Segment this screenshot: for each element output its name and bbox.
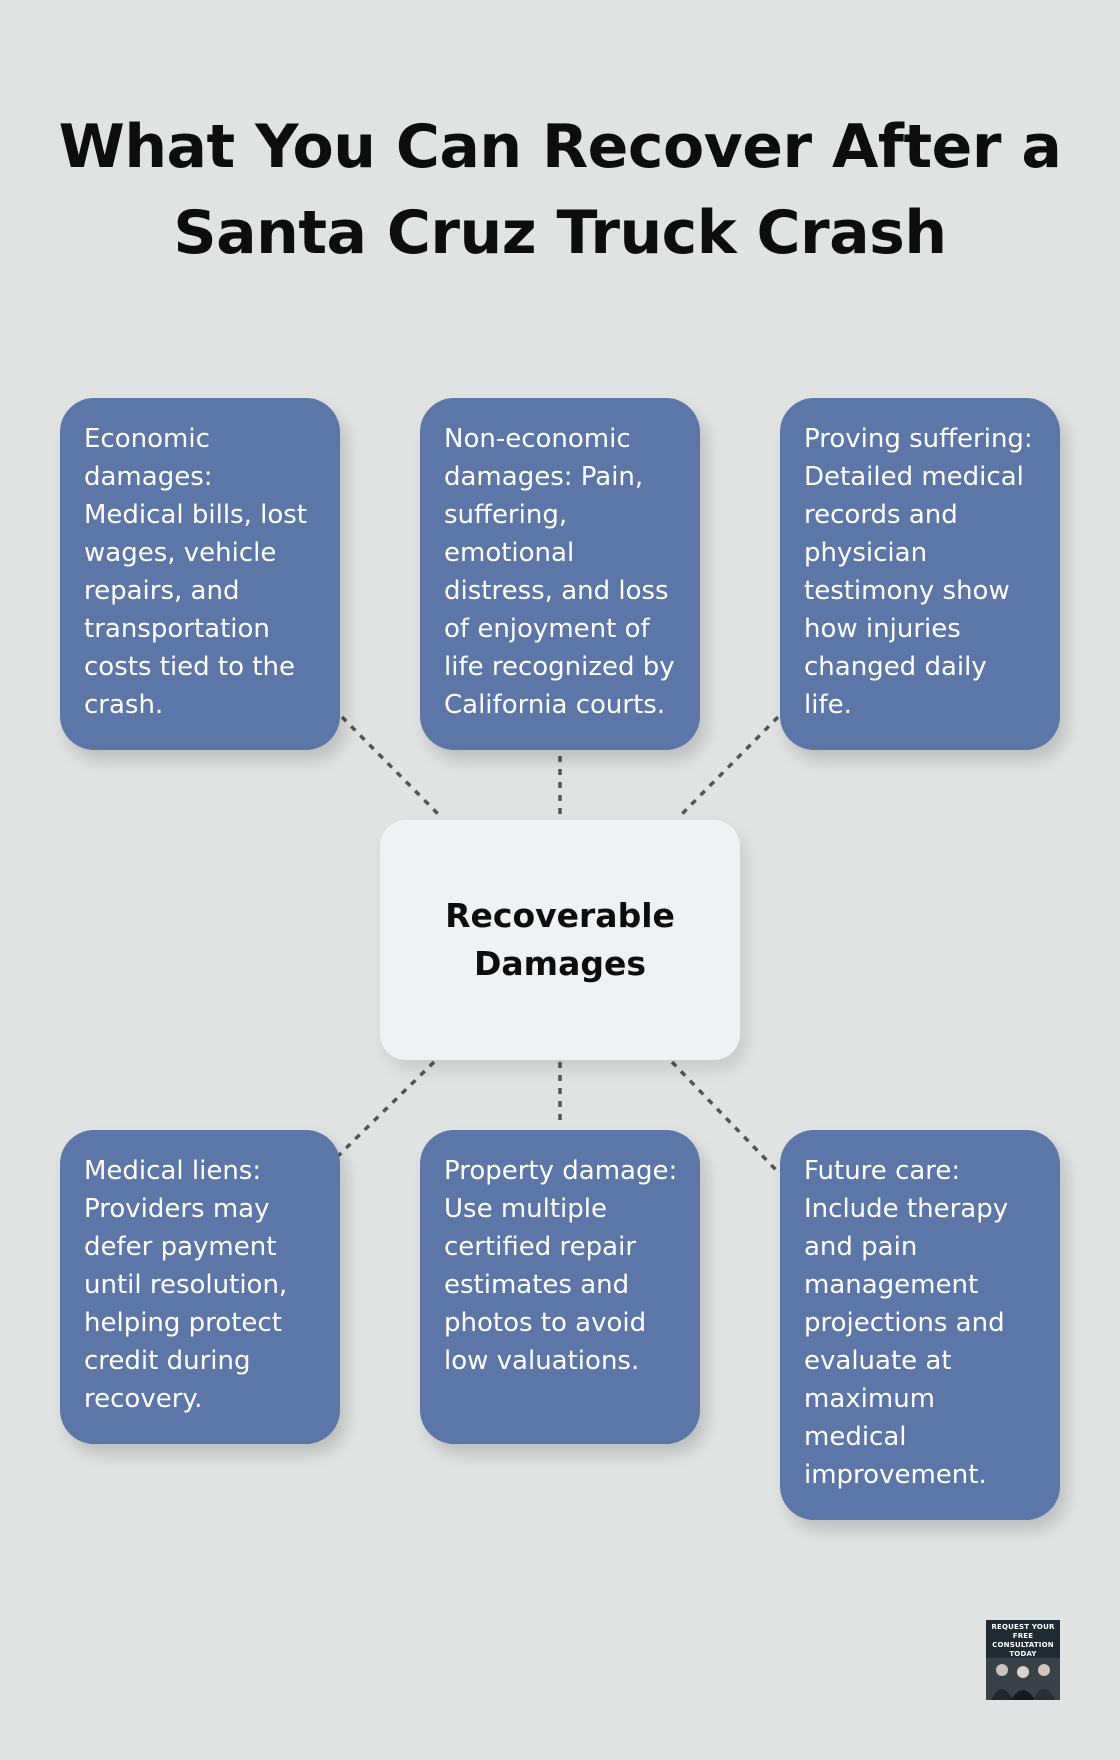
card-future-care-text: Future care: Include therapy and pain ma… bbox=[804, 1156, 1009, 1490]
card-property-damage: Property damage: Use multiple certified … bbox=[420, 1130, 700, 1444]
page-title: What You Can Recover After a Santa Cruz … bbox=[40, 104, 1080, 276]
card-medical-liens: Medical liens: Providers may defer payme… bbox=[60, 1130, 340, 1444]
card-proving-suffering-text: Proving suffering: Detailed medical reco… bbox=[804, 424, 1033, 720]
card-property-damage-text: Property damage: Use multiple certified … bbox=[444, 1156, 678, 1376]
page-title-line-2: Santa Cruz Truck Crash bbox=[173, 198, 947, 268]
page-title-line-1: What You Can Recover After a bbox=[58, 112, 1062, 182]
card-non-economic-damages-text: Non-economic damages: Pain, suffering, e… bbox=[444, 424, 675, 720]
connector-bottom-left bbox=[336, 1060, 436, 1158]
hub-label: Recoverable Damages bbox=[445, 896, 675, 983]
connector-top-right bbox=[676, 715, 780, 820]
attorneys-photo-icon bbox=[986, 1658, 1060, 1700]
hub-recoverable-damages: Recoverable Damages bbox=[380, 820, 740, 1060]
card-medical-liens-text: Medical liens: Providers may defer payme… bbox=[84, 1156, 288, 1414]
card-future-care: Future care: Include therapy and pain ma… bbox=[780, 1130, 1060, 1520]
card-economic-damages-text: Economic damages: Medical bills, lost wa… bbox=[84, 424, 307, 720]
card-non-economic-damages: Non-economic damages: Pain, suffering, e… bbox=[420, 398, 700, 750]
consultation-badge-text: REQUEST YOUR FREE CONSULTATION TODAY bbox=[991, 1623, 1055, 1658]
card-proving-suffering: Proving suffering: Detailed medical reco… bbox=[780, 398, 1060, 750]
connector-top-left bbox=[340, 715, 444, 820]
consultation-badge[interactable]: REQUEST YOUR FREE CONSULTATION TODAY bbox=[986, 1620, 1060, 1700]
card-economic-damages: Economic damages: Medical bills, lost wa… bbox=[60, 398, 340, 750]
